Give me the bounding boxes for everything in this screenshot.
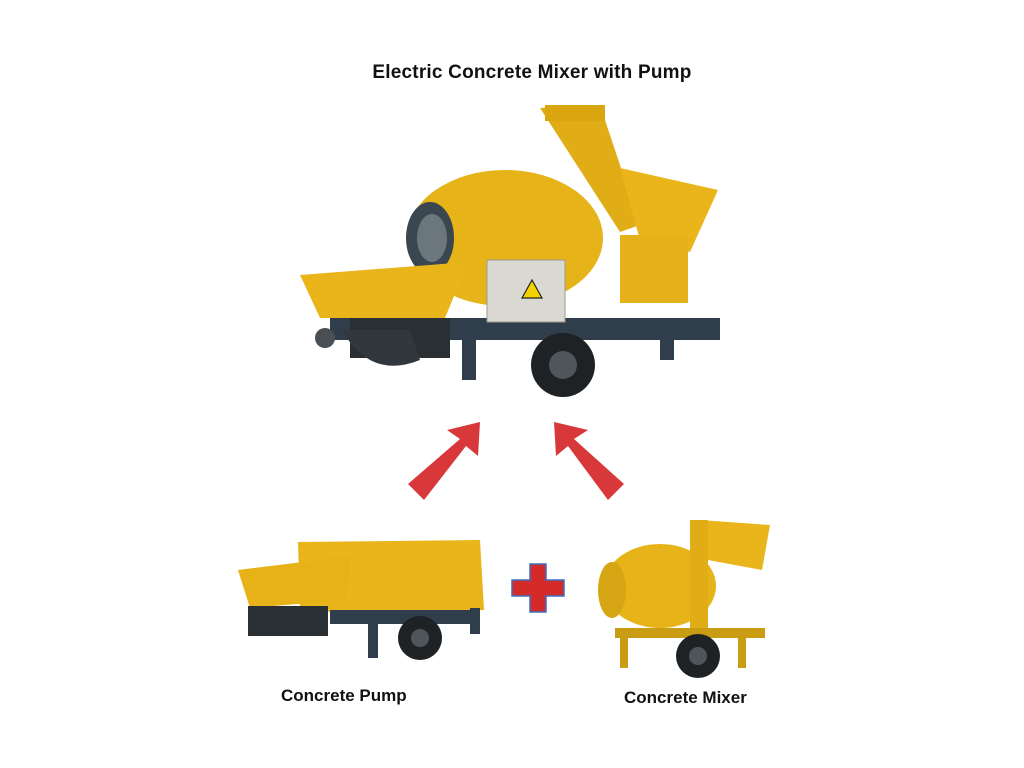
plus-icon — [511, 563, 565, 613]
page-title: Electric Concrete Mixer with Pump — [372, 62, 692, 83]
up-arrow-icon — [554, 422, 624, 500]
combined-mixer-pump-image — [300, 105, 720, 397]
concrete-mixer-caption: Concrete Mixer — [624, 688, 747, 707]
concrete-pump-caption: Concrete Pump — [281, 686, 407, 705]
concrete-pump-image — [238, 540, 484, 660]
up-arrow-icon — [408, 422, 480, 500]
concrete-mixer-image — [598, 520, 770, 678]
